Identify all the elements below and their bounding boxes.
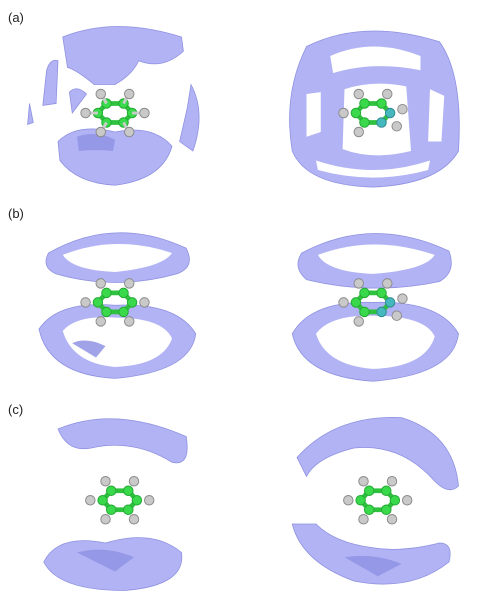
panel-label-c: (c)	[8, 402, 24, 417]
panel-c-right-isosurface	[278, 410, 468, 600]
panel-a-left-molecule	[20, 18, 210, 208]
panel-c-left-isosurface	[20, 410, 210, 600]
panel-a-right-isosurface	[278, 18, 468, 208]
benzene-molecule	[80, 88, 150, 138]
panel-c-right-molecule	[278, 410, 468, 600]
panel-c-left-molecule	[20, 410, 210, 600]
substituted-ring-molecule	[338, 278, 408, 327]
panel-b-right-molecule	[278, 215, 468, 405]
benzene-molecule	[343, 476, 413, 525]
benzene-molecule	[80, 278, 150, 327]
panel-label-b: (b)	[8, 206, 24, 221]
benzene-molecule	[85, 476, 155, 525]
panel-a-right-molecule	[278, 18, 468, 208]
panel-label-a: (a)	[8, 10, 24, 25]
substituted-ring-molecule	[338, 88, 408, 138]
panel-b-left-isosurface	[20, 215, 210, 405]
panel-a-left-isosurface	[20, 18, 210, 208]
panel-b-left-molecule	[20, 215, 210, 405]
